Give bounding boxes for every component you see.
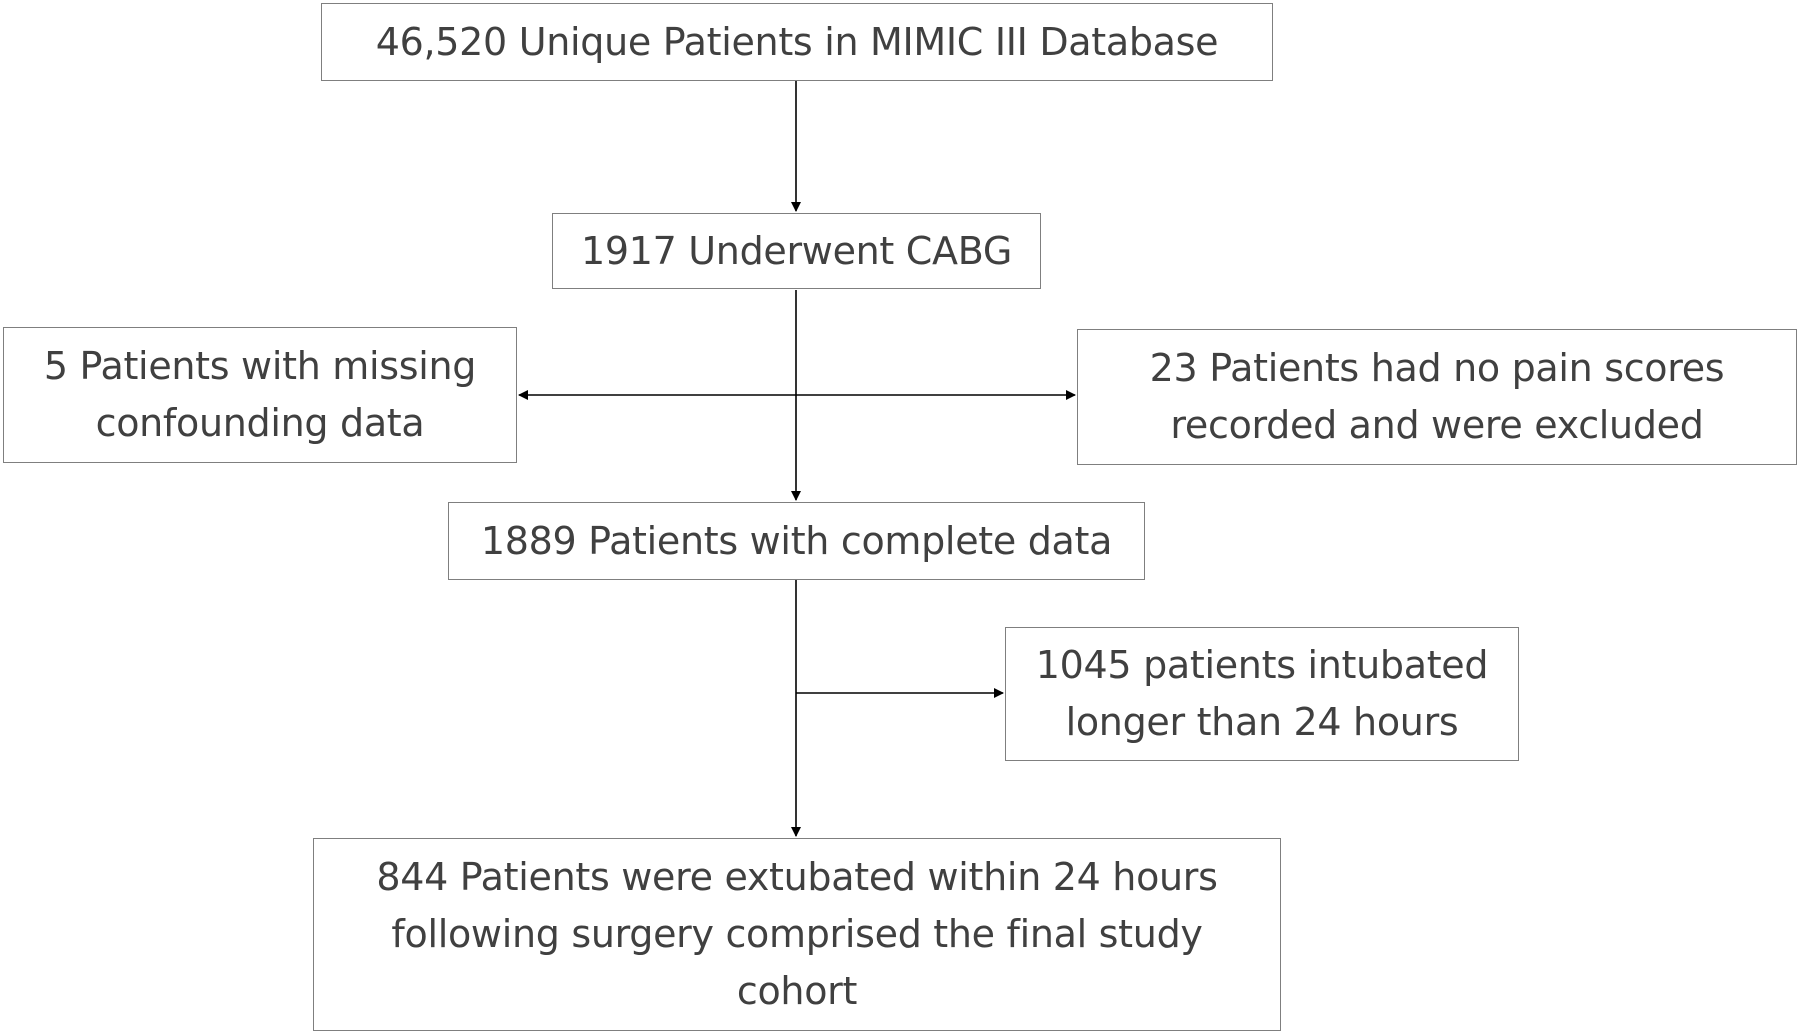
missing-data-line-2: confounding data [95,401,425,445]
final-cohort-line-3: cohort [736,969,858,1013]
complete-data-box: 1889 Patients with complete data [448,502,1145,580]
missing-data-line-1: 5 Patients with missing [43,344,477,388]
cabg-box: 1917 Underwent CABG [552,213,1041,289]
missing-data-box: 5 Patients with missing confounding data [3,327,517,463]
intubated-box: 1045 patients intubated longer than 24 h… [1005,627,1519,761]
final-cohort-box: 844 Patients were extubated within 24 ho… [313,838,1281,1031]
no-pain-scores-line-1: 23 Patients had no pain scores [1149,346,1725,390]
complete-data-text: 1889 Patients with complete data [480,518,1113,563]
database-text: 46,520 Unique Patients in MIMIC III Data… [375,19,1219,64]
no-pain-scores-box: 23 Patients had no pain scores recorded … [1077,329,1797,465]
database-box: 46,520 Unique Patients in MIMIC III Data… [321,3,1273,81]
no-pain-scores-line-2: recorded and were excluded [1170,403,1704,447]
final-cohort-line-2: following surgery comprised the final st… [391,912,1203,956]
cabg-text: 1917 Underwent CABG [580,228,1012,273]
final-cohort-line-1: 844 Patients were extubated within 24 ho… [376,855,1218,899]
intubated-line-2: longer than 24 hours [1065,700,1459,744]
intubated-line-1: 1045 patients intubated [1035,643,1489,687]
